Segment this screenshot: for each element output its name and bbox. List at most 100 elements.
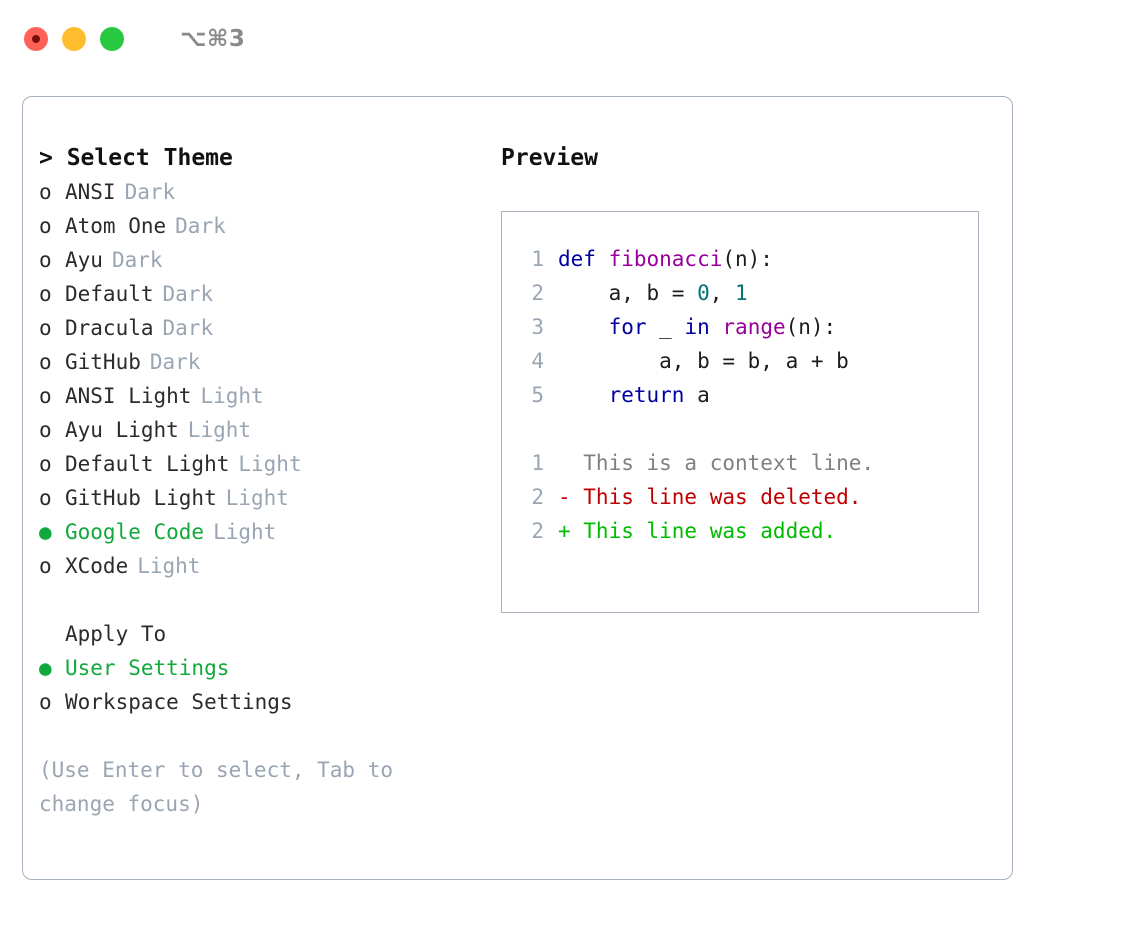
option-variant-tag: Light xyxy=(238,452,302,476)
token-def: (n): xyxy=(785,315,837,339)
theme-option-11[interactable]: o XCode Light xyxy=(39,549,489,583)
close-button[interactable] xyxy=(24,27,48,51)
radio-unselected-icon: o xyxy=(39,418,52,442)
line-number: 4 xyxy=(531,349,544,373)
theme-option-7[interactable]: o Ayu Light Light xyxy=(39,413,489,447)
radio-unselected-icon: o xyxy=(39,486,52,510)
code-line: 2 a, b = 0, 1 xyxy=(510,276,978,310)
token-kw: in xyxy=(684,315,710,339)
token-def xyxy=(710,315,723,339)
code-text: def fibonacci(n): xyxy=(558,242,773,276)
theme-option-4[interactable]: o Dracula Dark xyxy=(39,311,489,345)
option-variant-tag: Dark xyxy=(162,316,214,340)
radio-unselected-icon: o xyxy=(39,248,52,272)
theme-option-9[interactable]: o GitHub Light Light xyxy=(39,481,489,515)
option-variant-tag: Light xyxy=(225,486,289,510)
token-kw: def xyxy=(558,247,609,271)
window-controls xyxy=(24,27,124,51)
token-def: a, b = xyxy=(558,281,698,305)
option-variant-tag: Dark xyxy=(124,180,176,204)
line-number: 2 xyxy=(531,485,544,509)
option-variant-tag: Light xyxy=(187,418,252,442)
keyboard-hint-text: (Use Enter to select, Tab to change focu… xyxy=(39,758,406,816)
theme-option-3[interactable]: o Default Dark xyxy=(39,277,489,311)
code-line: 5 return a xyxy=(510,378,978,412)
apply-option-0[interactable]: ● User Settings xyxy=(39,651,489,685)
line-number: 1 xyxy=(531,247,544,271)
line-number: 2 xyxy=(531,281,544,305)
token-num: 0 xyxy=(697,281,710,305)
option-variant-tag: Dark xyxy=(162,282,214,306)
token-kw: return xyxy=(608,383,685,407)
radio-unselected-icon: o xyxy=(39,282,52,306)
select-theme-header: > Select Theme xyxy=(39,145,233,171)
apply-option-1[interactable]: o Workspace Settings xyxy=(39,685,489,719)
option-label: ANSI xyxy=(65,180,116,204)
theme-option-5[interactable]: o GitHub Dark xyxy=(39,345,489,379)
token-def xyxy=(558,383,609,407)
radio-unselected-icon: o xyxy=(39,452,52,476)
token-fn: range xyxy=(722,315,786,339)
option-label: XCode xyxy=(65,554,129,578)
token-add: + This line was added. xyxy=(558,519,837,543)
token-fn: fibonacci xyxy=(608,247,723,271)
preview-header: Preview xyxy=(501,145,598,171)
line-number: 1 xyxy=(531,451,544,475)
line-number: 3 xyxy=(531,315,544,339)
radio-unselected-icon: o xyxy=(39,554,52,578)
code-line: 4 a, b = b, a + b xyxy=(510,344,978,378)
token-def: a, b = b, a + b xyxy=(558,349,849,373)
token-def: a xyxy=(684,383,710,407)
code-line: 3 for _ in range(n): xyxy=(510,310,978,344)
radio-unselected-icon: o xyxy=(39,316,52,340)
option-label: Workspace Settings xyxy=(65,690,293,714)
option-label: GitHub xyxy=(65,350,141,374)
token-def: (n): xyxy=(722,247,773,271)
code-text: for _ in range(n): xyxy=(558,310,837,344)
code-text: return a xyxy=(558,378,710,412)
code-text: a, b = 0, 1 xyxy=(558,276,748,310)
token-kw: for xyxy=(608,315,647,339)
title-bar: ⌥⌘3 xyxy=(0,0,1140,78)
radio-selected-icon: ● xyxy=(39,520,52,544)
radio-selected-icon: ● xyxy=(39,656,52,680)
option-label: User Settings xyxy=(65,656,230,680)
option-variant-tag: Dark xyxy=(149,350,201,374)
option-label: GitHub Light xyxy=(65,486,217,510)
option-label: Dracula xyxy=(65,316,154,340)
radio-unselected-icon: o xyxy=(39,690,52,714)
option-label: Ayu Light xyxy=(65,418,179,442)
diff-sample: 1 This is a context line. 2 - This line wa… xyxy=(510,446,978,548)
diff-line: 1 This is a context line. xyxy=(510,446,978,480)
minimize-button[interactable] xyxy=(62,27,86,51)
line-number: 5 xyxy=(531,383,544,407)
diff-text: + This line was added. xyxy=(558,514,836,548)
maximize-button[interactable] xyxy=(100,27,124,51)
option-label: Atom One xyxy=(65,214,167,238)
radio-unselected-icon: o xyxy=(39,350,52,374)
radio-unselected-icon: o xyxy=(39,384,52,408)
token-def: _ xyxy=(646,315,685,339)
option-label: ANSI Light xyxy=(65,384,192,408)
radio-unselected-icon: o xyxy=(39,180,52,204)
token-del: - This line was deleted. xyxy=(558,485,862,509)
option-variant-tag: Light xyxy=(213,520,277,544)
theme-option-0[interactable]: o ANSI Dark xyxy=(39,175,489,209)
diff-text: This is a context line. xyxy=(558,446,874,480)
option-variant-tag: Light xyxy=(137,554,201,578)
token-def xyxy=(558,315,609,339)
diff-text: - This line was deleted. xyxy=(558,480,861,514)
radio-unselected-icon: o xyxy=(39,214,52,238)
option-label: Default xyxy=(65,282,154,306)
